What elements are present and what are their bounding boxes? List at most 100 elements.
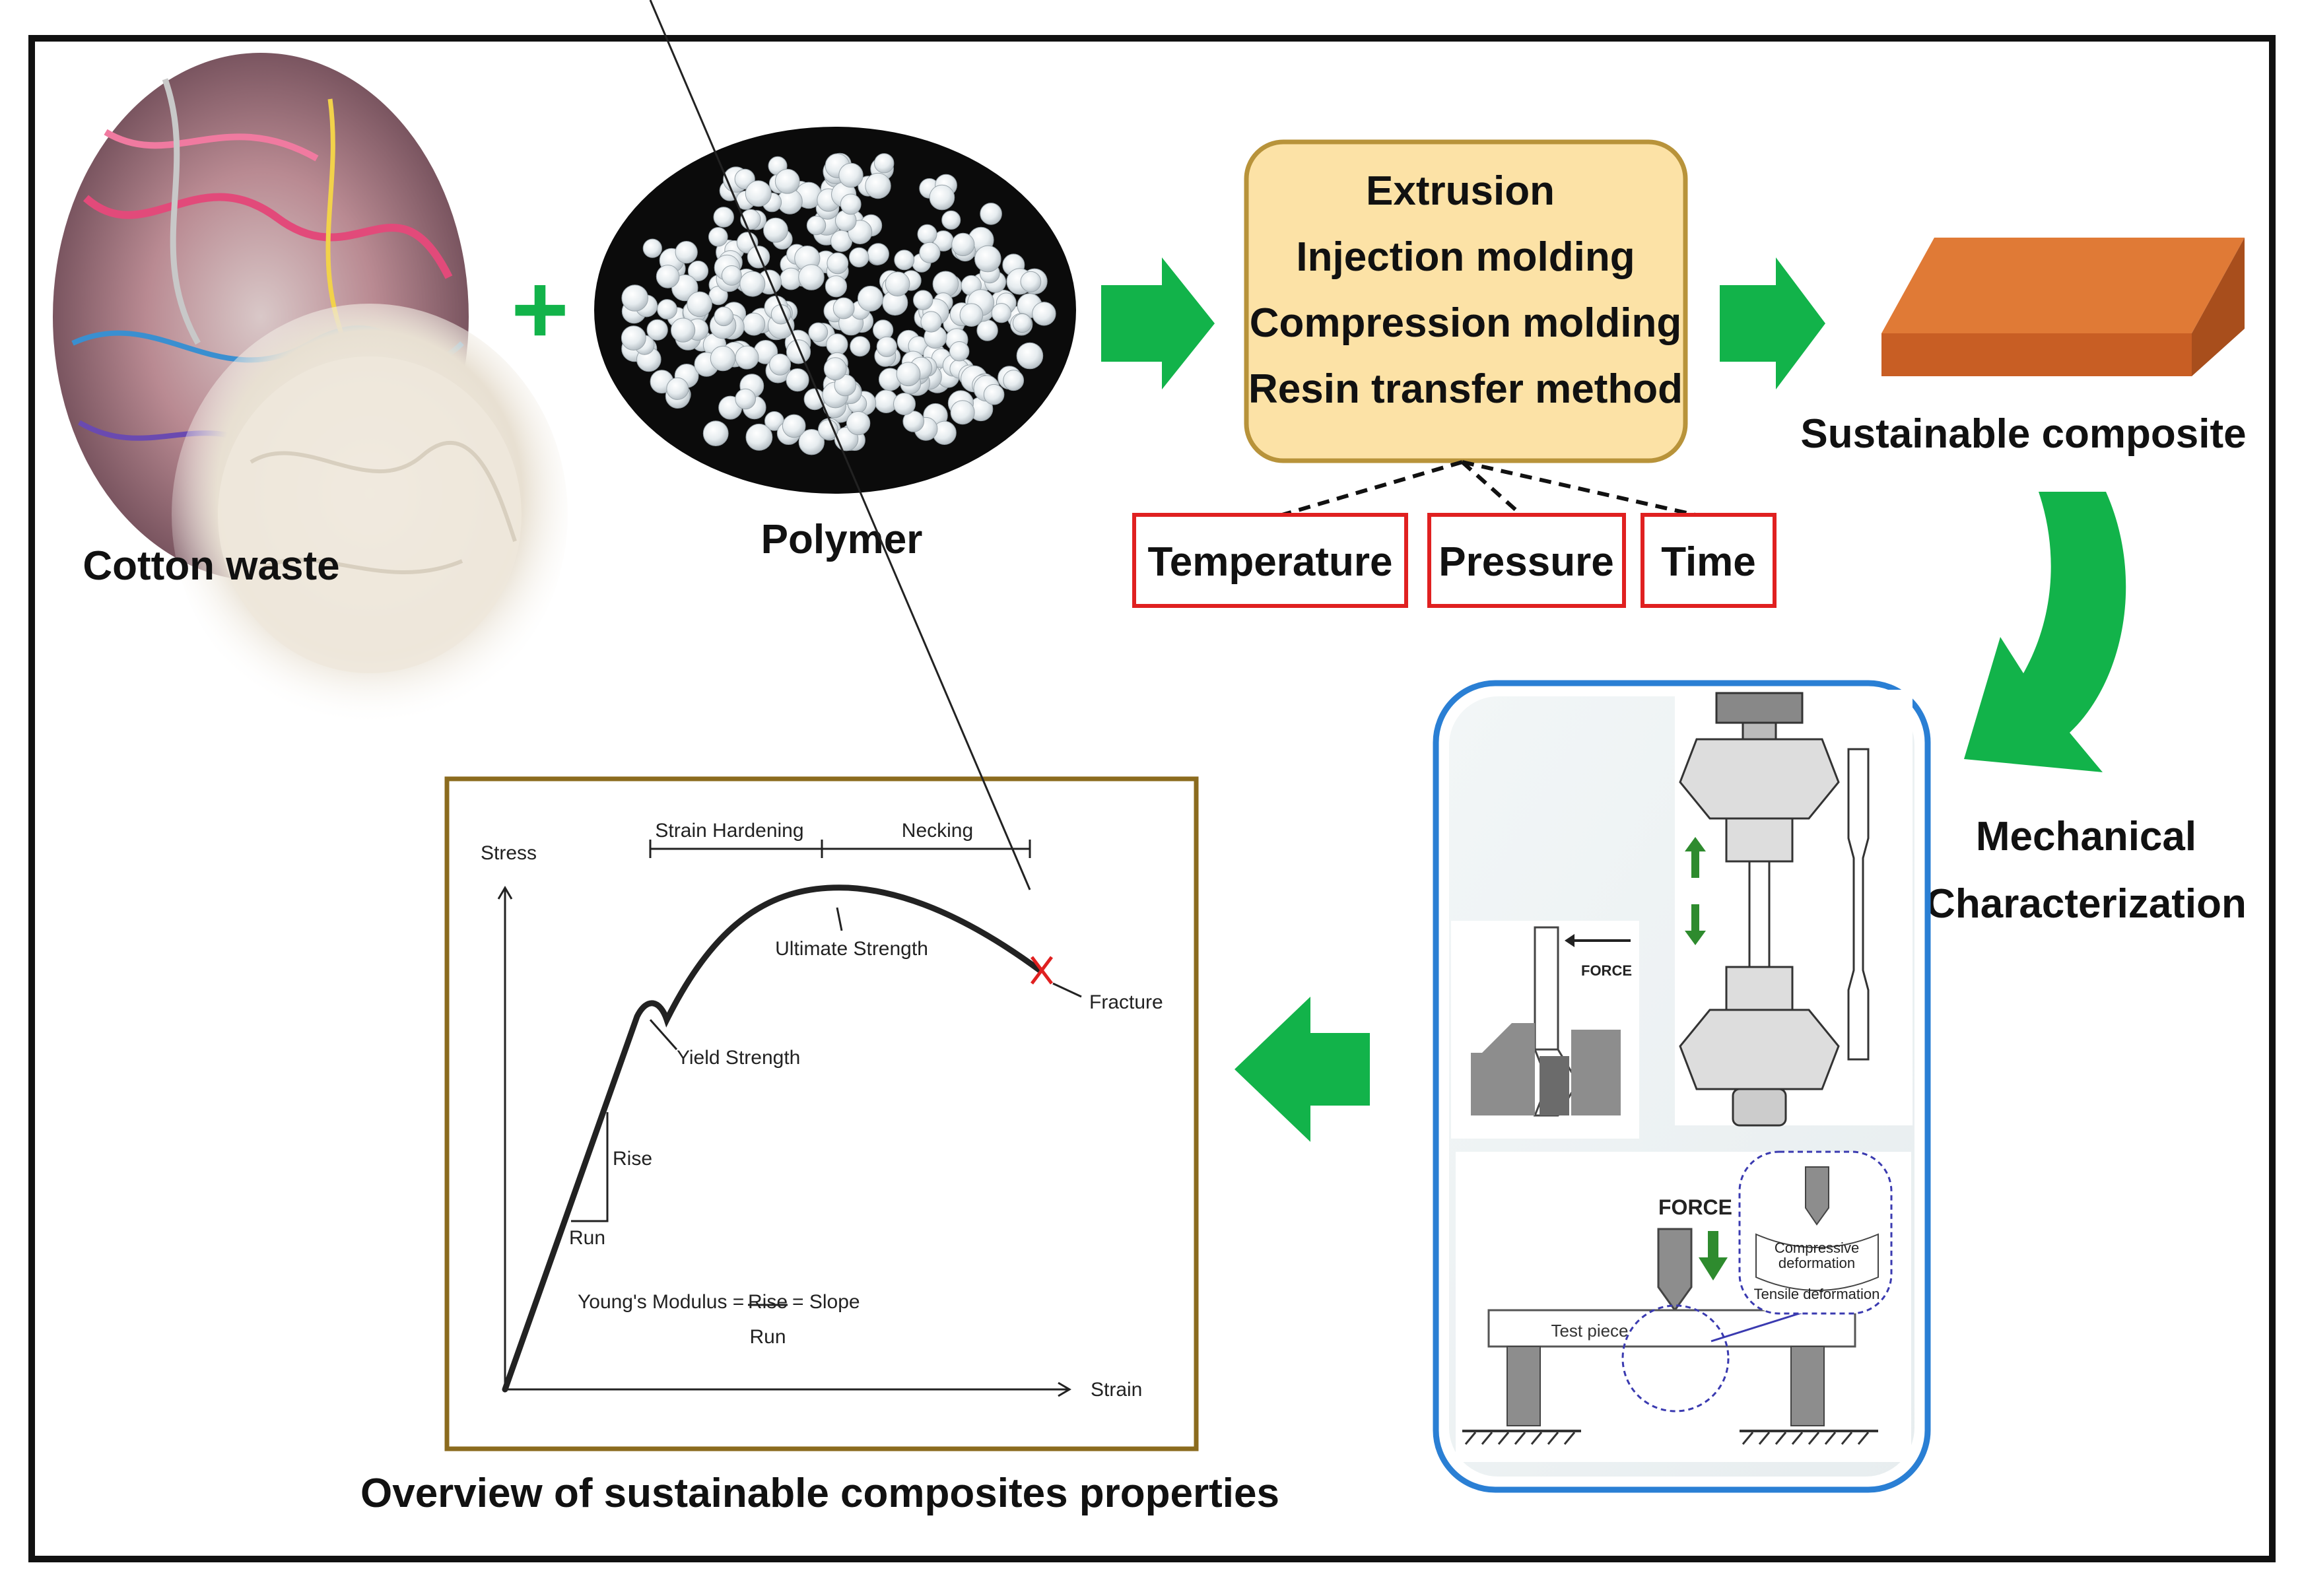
polymer-pellet [786, 339, 811, 364]
polymer-pellet [687, 291, 712, 317]
polymer-pellet [991, 303, 1011, 323]
youngs-modulus-denominator: Run [749, 1326, 786, 1348]
polymer-pellet [735, 345, 759, 370]
arrow-right-icon [1101, 257, 1215, 389]
yield-strength-label: Yield Strength [677, 1047, 800, 1069]
arrow-up-icon [1685, 837, 1706, 878]
ultimate-strength-label: Ultimate Strength [775, 938, 928, 960]
polymer-pellet [885, 271, 910, 297]
polymer-label: Polymer [761, 517, 923, 562]
bending-test-illustration: FORCE Test piece Compressive deformation… [1456, 1150, 1911, 1462]
curved-arrow-down-icon [1964, 492, 2126, 772]
polymer-pellet [708, 227, 728, 247]
polymer-pellet [1020, 271, 1042, 292]
polymer-pellet [742, 312, 766, 336]
plus-icon: + [511, 253, 569, 364]
test-piece-label: Test piece [1551, 1321, 1628, 1341]
polymer-pellet [876, 336, 897, 357]
polymer-pellet [1016, 342, 1044, 370]
run-label: Run [569, 1227, 605, 1249]
polymer-pellet [739, 271, 766, 297]
polymer-pellet [621, 284, 649, 312]
polymer-pellet [656, 265, 680, 288]
method-compression-molding: Compression molding [1250, 300, 1681, 346]
fracture-label: Fracture [1089, 991, 1163, 1013]
polymer-pellet [745, 423, 773, 451]
stress-axis-label: Stress [481, 842, 537, 864]
compressive-label-line1: Compressive [1775, 1240, 1859, 1256]
strain-hardening-label: Strain Hardening [655, 820, 803, 842]
polymer-pellet [840, 193, 862, 215]
composite-label: Sustainable composite [1800, 411, 2246, 457]
polymer-pellet [983, 383, 1005, 405]
parameter-time: Time [1661, 539, 1756, 585]
polymer-pellet [873, 319, 894, 341]
polymer-pellet [929, 184, 955, 211]
polymer-pellet [747, 246, 770, 269]
parameter-connectors [1270, 460, 1710, 520]
method-resin-transfer: Resin transfer method [1248, 366, 1683, 412]
arrow-right-icon [1720, 257, 1825, 389]
polymer-pellet [959, 303, 984, 327]
polymer-pellet [642, 238, 662, 258]
polymer-pellet [745, 180, 772, 207]
youngs-modulus-prefix: Young's Modulus = [578, 1291, 744, 1313]
polymer-pellet [941, 210, 961, 230]
polymer-pellet [913, 290, 933, 310]
force-label-bending: FORCE [1658, 1195, 1732, 1219]
process-methods-box [1244, 139, 1688, 463]
polymer-pellet [896, 362, 921, 387]
polymer-pellet [803, 388, 826, 411]
method-injection-molding: Injection molding [1296, 234, 1635, 280]
polymer-pellet [1003, 370, 1025, 391]
polymer-pellet [666, 377, 689, 400]
tensile-test-illustration [1675, 690, 1913, 1127]
polymer-pellets-image [594, 127, 1076, 494]
polymer-pellet [782, 414, 806, 438]
arrow-down-icon [1699, 1231, 1728, 1280]
polymer-pellet [1032, 302, 1056, 326]
polymer-pellet [702, 420, 729, 446]
polymer-pellet [826, 333, 848, 356]
compressive-label-line2: deformation [1778, 1255, 1855, 1271]
polymer-pellet [827, 252, 849, 275]
polymer-pellet [774, 168, 800, 194]
cotton-waste-label: Cotton waste [83, 543, 339, 589]
cotton-waste-image [53, 53, 568, 726]
polymer-pellet [976, 319, 998, 341]
polymer-pellet [867, 243, 889, 265]
polymer-pellet [710, 345, 736, 372]
polymer-pellet [850, 336, 871, 357]
arrow-left-icon [1235, 997, 1370, 1142]
polymer-pellet [687, 260, 709, 282]
polymer-pellet [920, 311, 942, 333]
strain-axis-label: Strain [1091, 1379, 1142, 1401]
parameter-temperature: Temperature [1148, 539, 1393, 585]
polymer-pellet [713, 207, 734, 228]
arrow-down-icon [1685, 904, 1706, 945]
parameter-pressure-box [1427, 513, 1626, 608]
polymer-pellet [980, 203, 1002, 225]
necking-label: Necking [902, 820, 973, 842]
outer-frame [28, 35, 2276, 1562]
mechanical-label-line2: Characterization [1926, 881, 2247, 927]
youngs-modulus-suffix: = Slope [792, 1291, 860, 1313]
stress-strain-diagram [497, 0, 1082, 1397]
polymer-pellet [865, 172, 891, 199]
polymer-pellet [838, 162, 863, 188]
polymer-pellet [834, 374, 857, 397]
method-extrusion: Extrusion [1366, 168, 1555, 214]
polymer-pellet [823, 357, 847, 381]
polymer-pellet [657, 299, 677, 319]
parameter-temperature-box [1132, 513, 1408, 608]
force-label-shear: FORCE [1581, 962, 1632, 979]
fracture-mark-icon [1031, 956, 1053, 985]
polymer-pellet [808, 322, 829, 343]
tensile-deformation-label: Tensile deformation [1754, 1286, 1880, 1302]
polymer-pellet [763, 217, 788, 243]
polymer-pellet [735, 388, 756, 410]
polymer-pellet [902, 411, 924, 432]
polymer-pellet [825, 275, 848, 298]
polymer-pellet [849, 247, 869, 268]
